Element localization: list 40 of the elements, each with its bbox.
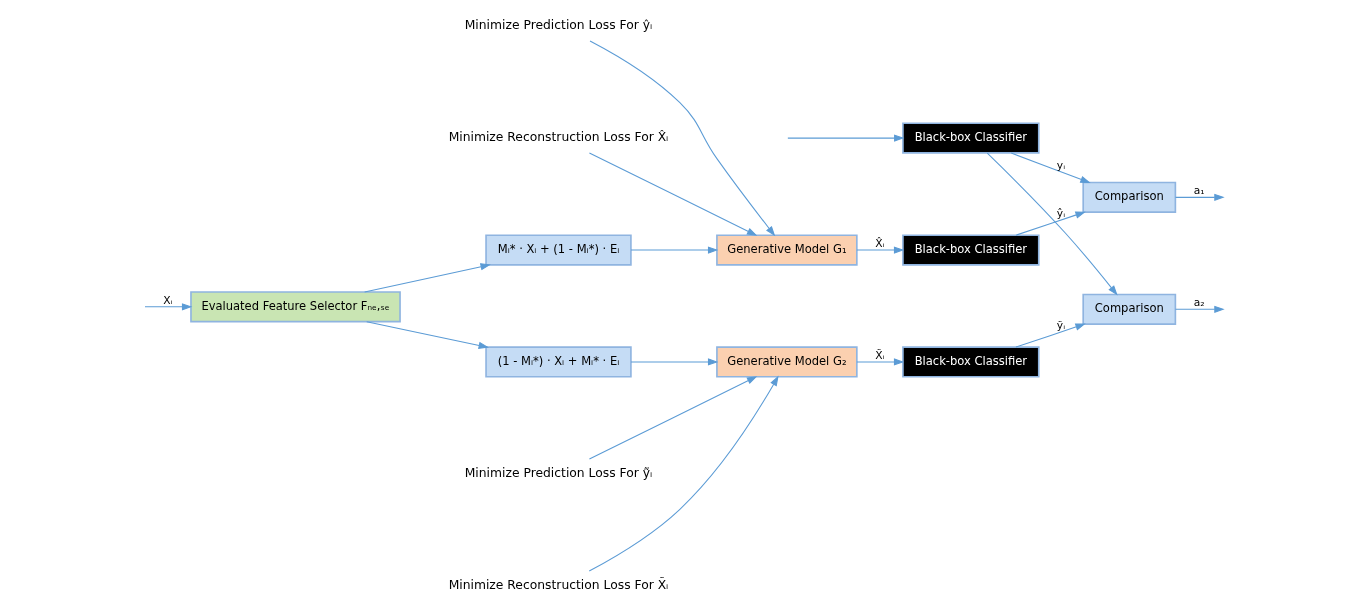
node-text: Minimize Prediction Loss For ŷᵢ [464,18,652,33]
arrow [365,321,489,349]
arrow [786,134,904,142]
node-text: Minimize Reconstruction Loss For X̂ᵢ [448,129,668,144]
node-box: Generative Model G₁ [715,234,858,266]
edge-label: a₂ [1193,296,1205,310]
node-box: Mᵢ* · Xᵢ + (1 - Mᵢ*) · Eᵢ [484,234,632,266]
edge-label: a₁ [1193,184,1205,198]
arrow [1174,305,1225,313]
arrow [855,246,904,254]
node-box: Comparison [1081,181,1176,213]
arrow [143,303,192,311]
edge-label: X̃ᵢ [874,349,885,363]
arrow [1014,211,1086,236]
arrow [588,376,757,460]
arrow [630,358,718,366]
edge-label: ŷᵢ [1056,206,1065,220]
edge-label: X̂ᵢ [874,237,885,251]
edge-label: Xᵢ [162,293,173,307]
arrow [1010,152,1091,184]
node-box: Evaluated Feature Selector Fₙₑ,ₛₑ [189,291,401,323]
arrow [986,152,1118,296]
arrow [1174,193,1225,201]
arrow [855,358,904,366]
arrow [588,375,779,572]
arrow [589,40,775,237]
edge-label: yᵢ [1056,158,1065,172]
node-box: Black-box Classifier [901,346,1040,378]
node-box: Comparison [1081,293,1176,325]
arrow [1014,323,1086,348]
node-box: Generative Model G₂ [715,346,858,378]
node-text: Minimize Reconstruction Loss For X̃ᵢ [448,577,668,592]
node-box: (1 - Mᵢ*) · Xᵢ + Mᵢ* · Eᵢ [484,346,632,378]
arrow [588,152,757,236]
node-box: Black-box Classifier [901,234,1040,266]
arrow [363,263,491,293]
edge-label: ỹᵢ [1056,318,1065,332]
node-box: Black-box Classifier [901,122,1040,154]
node-text: Minimize Prediction Loss For ỹᵢ [464,465,652,480]
arrow [630,246,718,254]
